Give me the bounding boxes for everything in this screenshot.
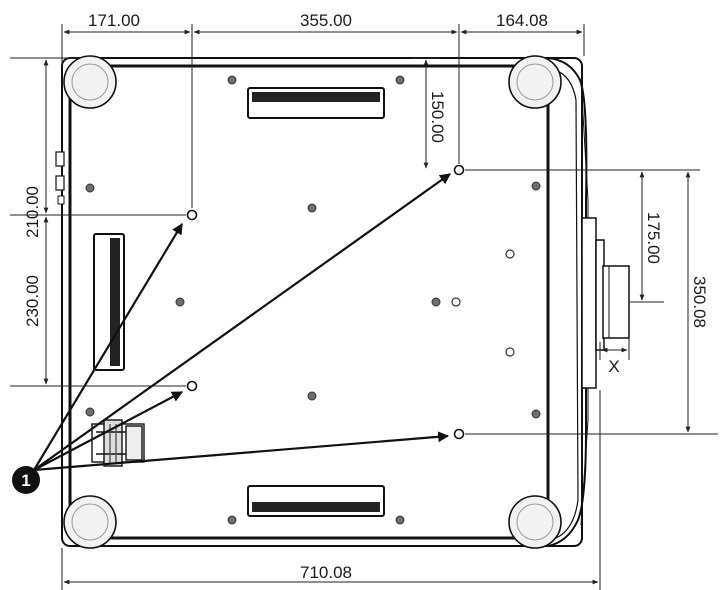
dimension-labels: 171.00 355.00 164.08 210.00 230.00 150.0… [23, 11, 709, 582]
screws [85, 75, 541, 525]
callout-arrow-4 [33, 431, 450, 472]
dim-inner-vertical-label: 150.00 [428, 91, 447, 143]
adjustable-feet [63, 55, 562, 549]
mounting-holes [186, 164, 465, 440]
dim-x-label: X [608, 357, 619, 376]
body-inner-outline [68, 64, 550, 540]
mounting-hole-4 [453, 428, 465, 440]
dim-left-upper-label: 210.00 [23, 186, 42, 238]
dim-top-middle-label: 355.00 [300, 11, 352, 30]
dimension-lines [10, 24, 718, 590]
dim-right-outer-label: 350.08 [690, 276, 709, 328]
dim-left-lower-label: 230.00 [23, 275, 42, 327]
callout-circle [12, 466, 40, 494]
callout-arrow-1 [33, 223, 183, 471]
small-holes [451, 249, 515, 357]
mounting-hole-3 [186, 380, 198, 392]
callout-number: 1 [21, 471, 30, 490]
lens-assembly [581, 217, 630, 389]
projector-body [55, 55, 630, 549]
callout-badge: 1 [12, 466, 40, 494]
vent-slots [93, 87, 385, 517]
security-lock-bracket [91, 419, 145, 467]
mounting-hole-1 [186, 209, 198, 221]
callout-arrow-2 [33, 173, 451, 471]
callout-arrow-3 [33, 391, 183, 471]
callout-arrows [33, 173, 451, 472]
mounting-hole-2 [453, 164, 465, 176]
dim-top-left-label: 171.00 [88, 11, 140, 30]
dim-bottom-total-label: 710.08 [300, 563, 352, 582]
lens-housing-side [547, 57, 588, 547]
side-ports [55, 151, 65, 205]
dim-top-right-label: 164.08 [496, 11, 548, 30]
dim-right-inner-label: 175.00 [644, 212, 663, 264]
body-outer-outline [61, 57, 583, 547]
